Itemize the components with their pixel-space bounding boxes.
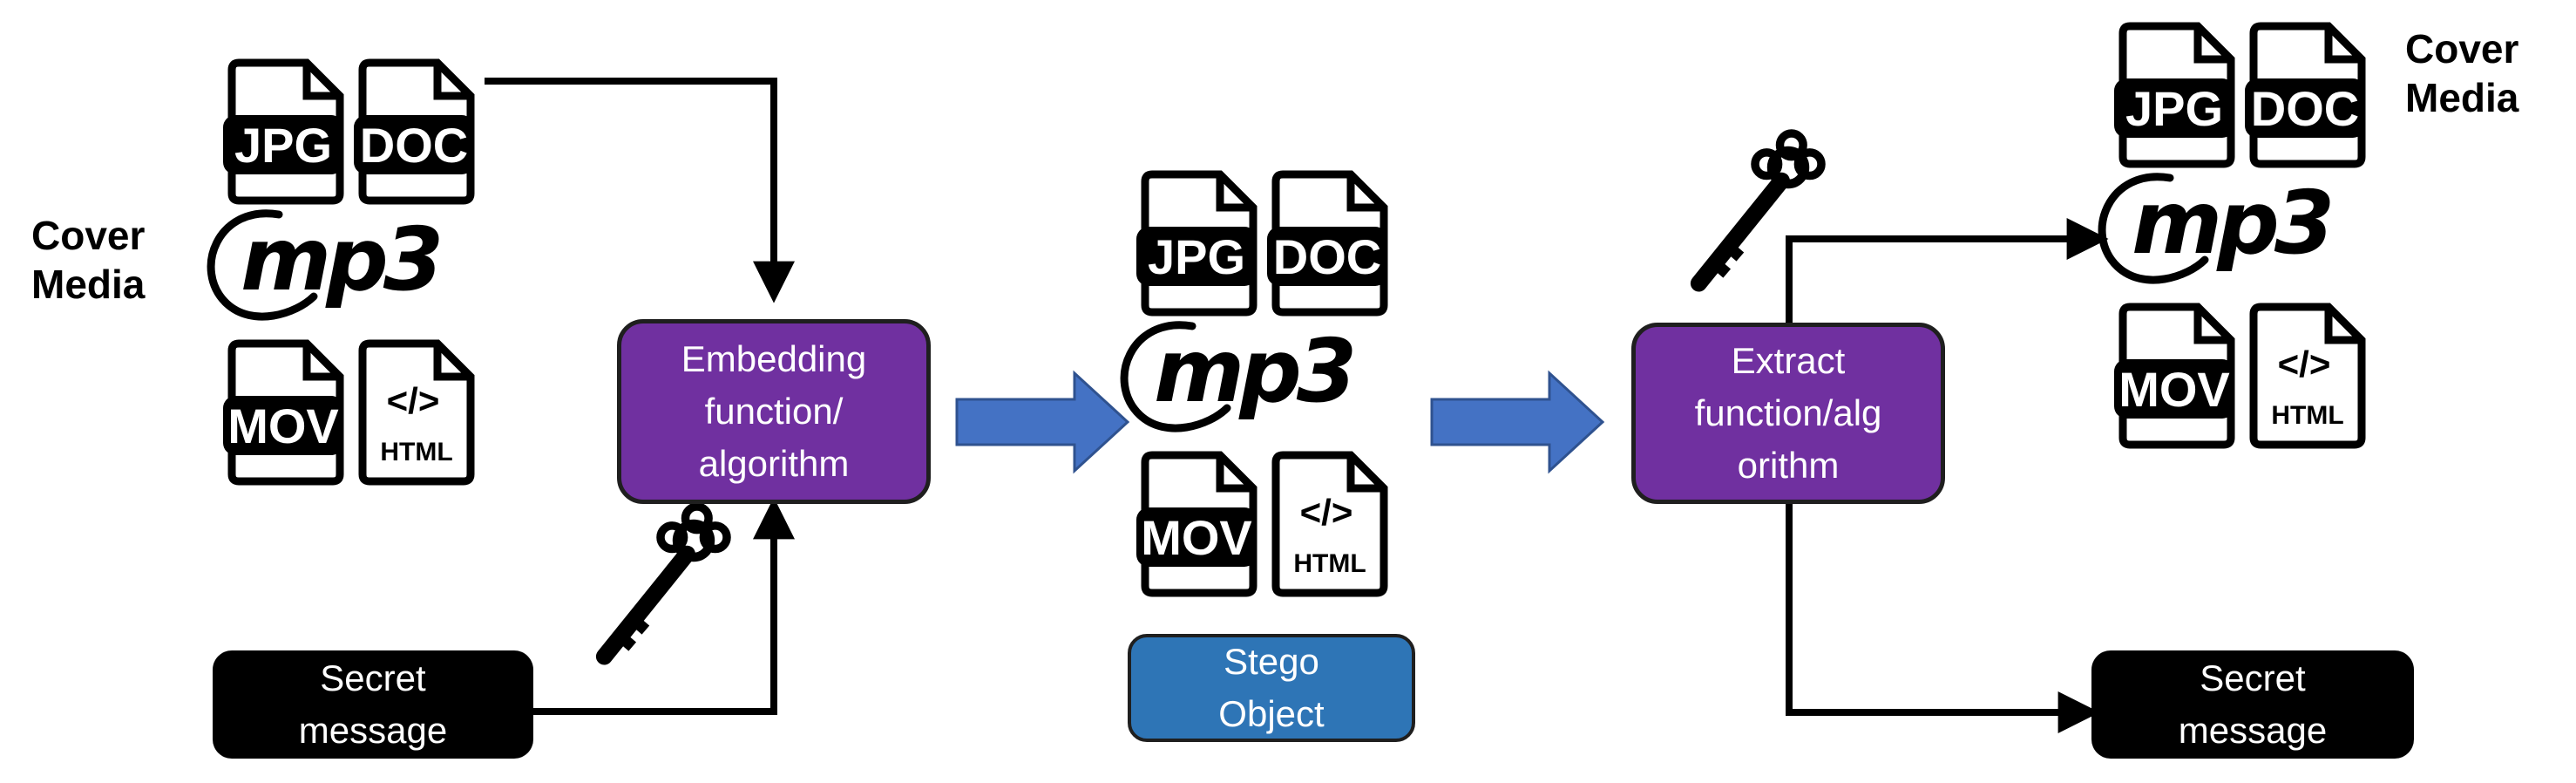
right-html-file-icon: </> HTML [2254, 307, 2362, 445]
middle-html-file-icon-code-glyph: </> [1300, 492, 1353, 533]
left-html-file-icon-code-glyph: </> [387, 380, 440, 421]
middle-mp3-logo-icon-text: mp3 [1154, 320, 1352, 422]
secret-message-box-left[interactable]: Secret message [213, 650, 533, 759]
embed-key-icon [604, 507, 727, 657]
right-mov-file-icon-label: MOV [2118, 362, 2230, 417]
embedding-function-box[interactable]: Embedding function/ algorithm [617, 319, 931, 504]
middle-html-file-icon: </> HTML [1276, 455, 1384, 593]
stego-object-box[interactable]: Stego Object [1128, 634, 1415, 742]
middle-doc-file-icon-label: DOC [1273, 229, 1381, 284]
left-jpg-file-icon-label: JPG [234, 118, 332, 173]
middle-mov-file-icon: MOV [1136, 455, 1257, 593]
left-mp3-logo-icon-text: mp3 [241, 208, 439, 310]
middle-jpg-file-icon: JPG [1136, 174, 1257, 312]
right-jpg-file-icon-label: JPG [2125, 81, 2223, 136]
right-doc-file-icon: DOC [2245, 26, 2365, 164]
left-mov-file-icon-label: MOV [227, 398, 339, 453]
right-html-file-icon-label: HTML [2271, 401, 2343, 430]
right-jpg-file-icon: JPG [2114, 26, 2234, 164]
extract-to-secret-arrow [1786, 504, 2100, 733]
left-doc-file-icon-label: DOC [360, 118, 468, 173]
left-mov-file-icon: MOV [223, 344, 343, 481]
left-doc-file-icon: DOC [354, 63, 474, 201]
extract-to-cover-arrow [1786, 218, 2109, 323]
right-mov-file-icon: MOV [2114, 307, 2234, 445]
stego-to-extract-flow-arrow [1430, 370, 1605, 474]
left-jpg-file-icon: JPG [223, 63, 343, 201]
left-mp3-logo-icon: mp3 [207, 208, 444, 321]
cover-to-embed-arrow [485, 78, 795, 303]
left-html-file-icon-label: HTML [380, 438, 452, 466]
secret-message-box-right[interactable]: Secret message [2091, 650, 2414, 759]
middle-jpg-file-icon-label: JPG [1148, 229, 1245, 284]
secret-to-embed-arrow [533, 497, 795, 715]
embed-to-stego-flow-arrow [955, 370, 1130, 474]
extract-key-icon [1698, 133, 1821, 283]
right-mp3-logo-icon: mp3 [2098, 172, 2335, 284]
middle-html-file-icon-label: HTML [1293, 549, 1366, 578]
left-html-file-icon: </> HTML [363, 344, 471, 481]
middle-mp3-logo-icon: mp3 [1120, 320, 1358, 432]
middle-mov-file-icon-label: MOV [1141, 510, 1252, 565]
right-mp3-logo-icon-text: mp3 [2132, 172, 2330, 274]
right-html-file-icon-code-glyph: </> [2278, 344, 2331, 385]
extract-function-box[interactable]: Extract function/alg orithm [1631, 323, 1945, 504]
cover-media-label-left: Cover Media [31, 213, 146, 307]
middle-doc-file-icon: DOC [1267, 174, 1387, 312]
cover-media-label-right: Cover Media [2405, 26, 2519, 120]
right-doc-file-icon-label: DOC [2251, 81, 2359, 136]
